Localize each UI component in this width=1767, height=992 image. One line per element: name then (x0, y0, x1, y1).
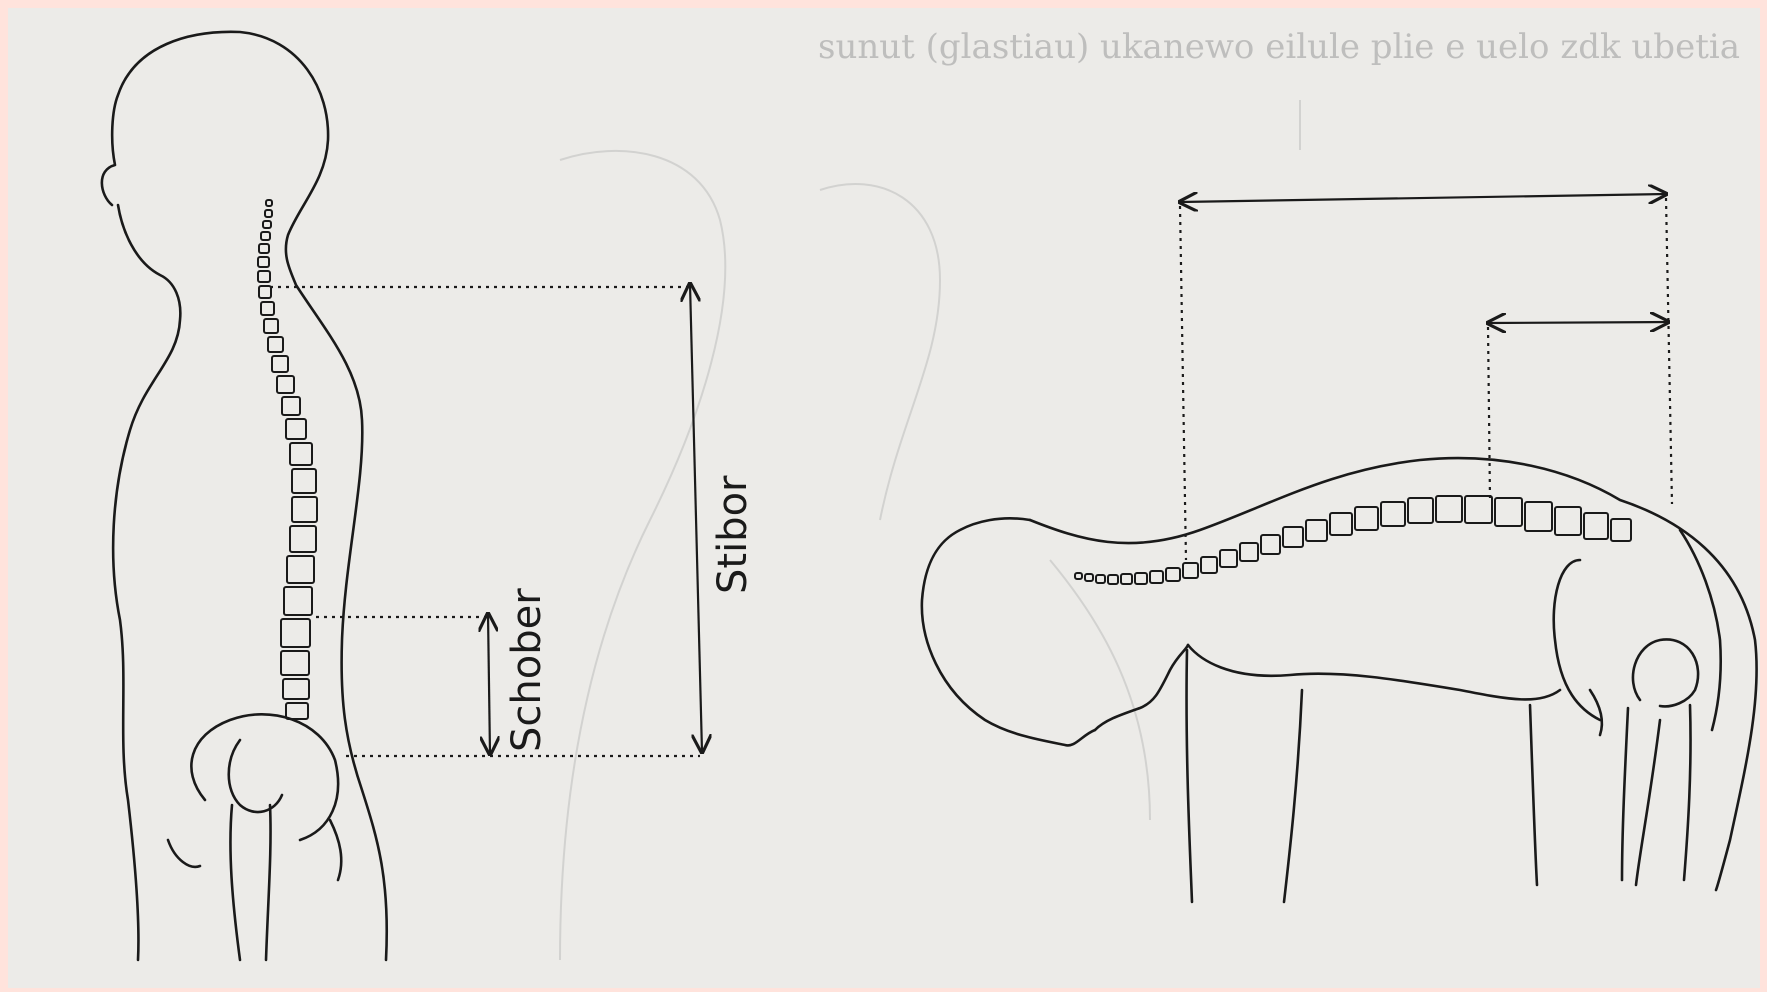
bleed-through-text: sunut (glastiau) ukanewo eilule plie e u… (818, 27, 1740, 67)
standing-spine (258, 200, 317, 719)
standing-pelvis (229, 740, 282, 812)
stibor-arrow (690, 284, 702, 752)
short-arrow (1488, 322, 1668, 323)
standing-measurements (270, 284, 702, 756)
bending-leg-back-left (1530, 705, 1537, 885)
long-arrow (1180, 194, 1666, 202)
bending-front-torso (1188, 645, 1560, 699)
bleed-through-line: sunut (glastiau) ukanewo eilule plie e u… (818, 27, 1740, 67)
bending-back-outline (922, 518, 1095, 745)
long-left-dotted (1180, 206, 1186, 560)
bending-pelvis (1633, 639, 1698, 706)
standing-body-outline (102, 32, 387, 960)
standing-arm-outline (191, 714, 338, 840)
bending-face (1095, 645, 1188, 730)
bending-leg-front-left (1187, 650, 1192, 902)
schober-label: Schober (504, 588, 550, 752)
long-right-dotted (1666, 198, 1672, 504)
bending-spine-outline (1030, 458, 1757, 890)
bending-leg-front-right (1284, 690, 1302, 902)
bending-measurements (1180, 194, 1672, 560)
bending-femur (1622, 705, 1691, 880)
bending-leg-back-right (1636, 720, 1660, 885)
standing-femur (230, 805, 270, 960)
stibor-label: Stibor (710, 475, 756, 594)
standing-figure (102, 32, 387, 960)
short-left-dotted (1488, 327, 1490, 500)
schober-arrow (488, 614, 490, 754)
